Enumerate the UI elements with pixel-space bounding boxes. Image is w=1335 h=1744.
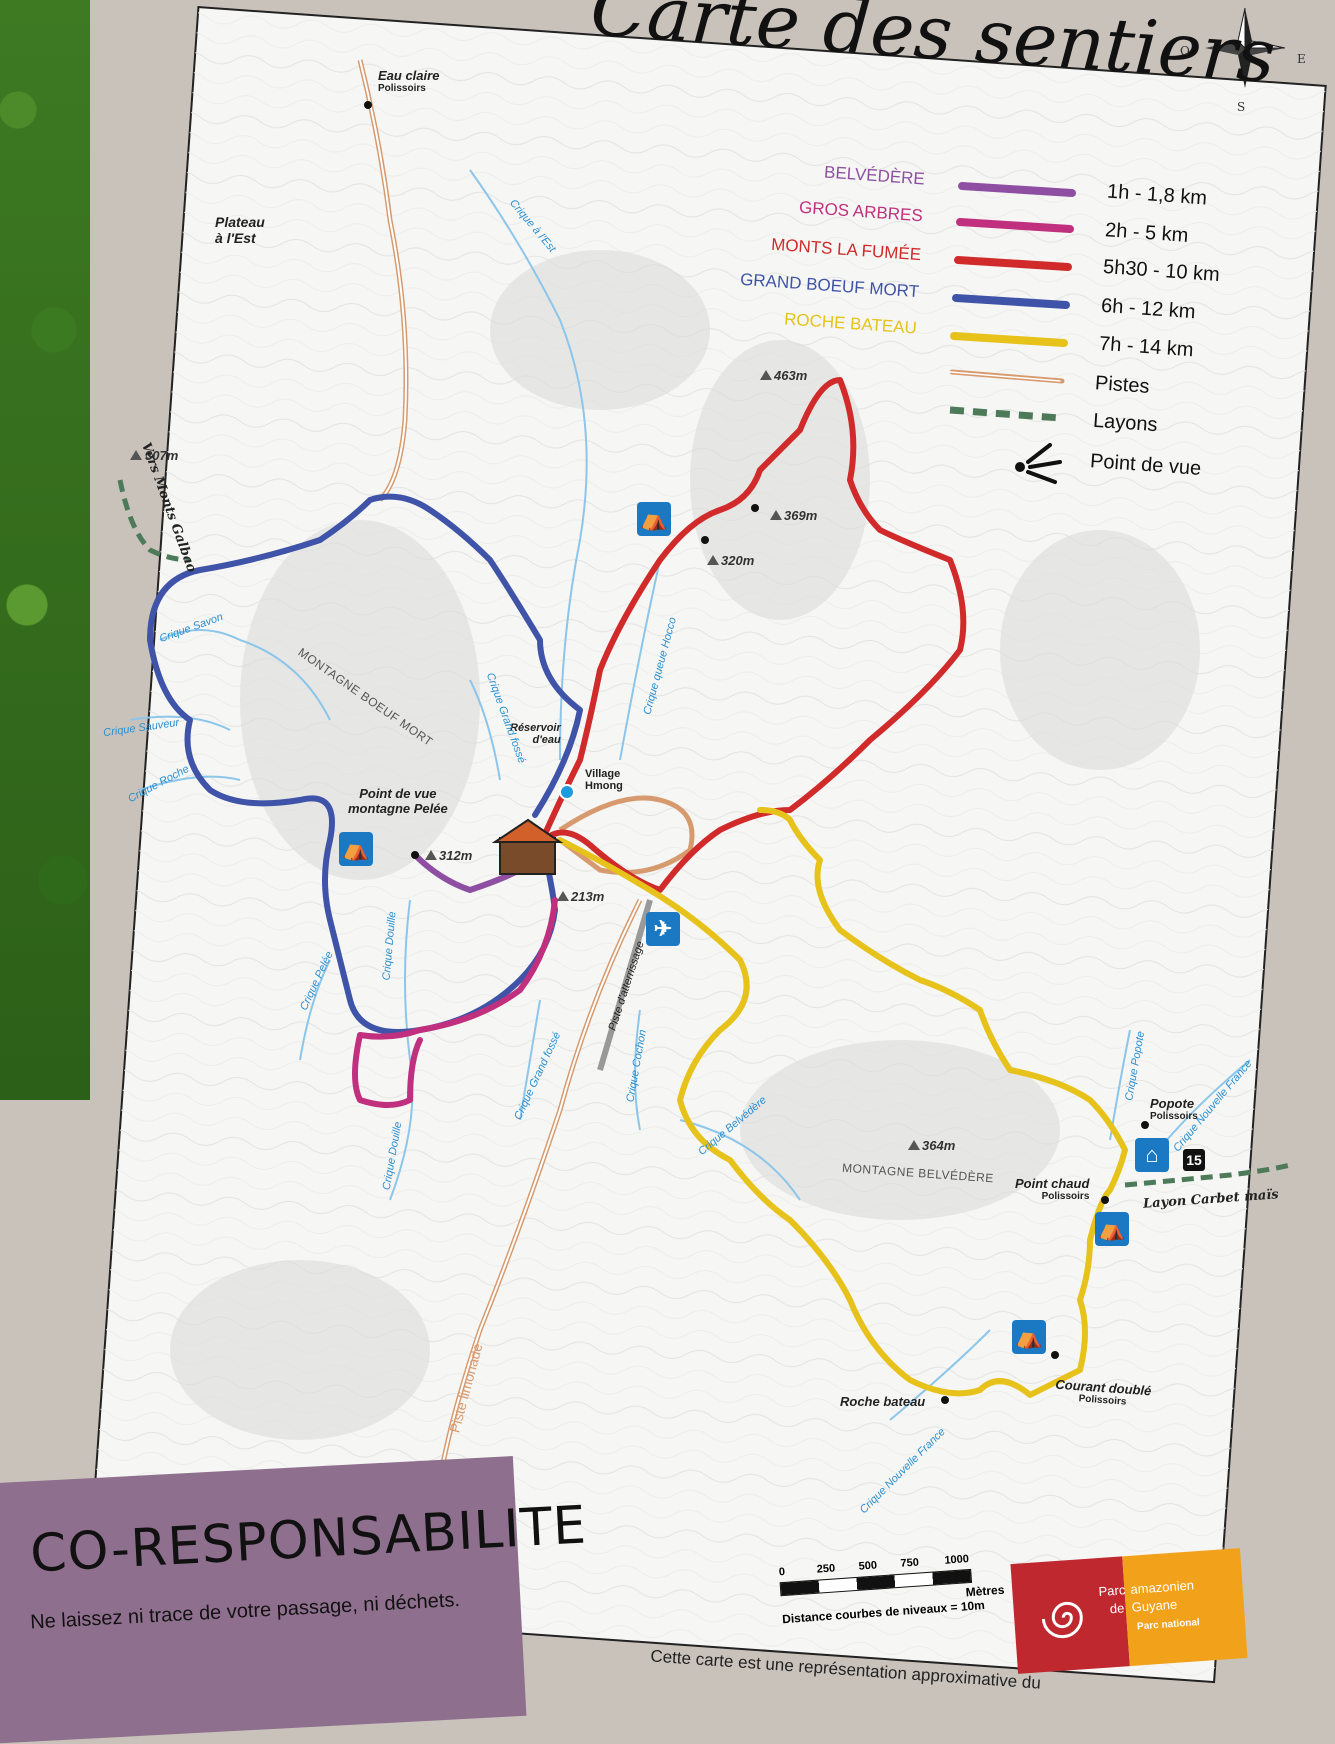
compass-south: S xyxy=(1237,100,1246,114)
legend-pistes: Pistes xyxy=(1094,372,1151,398)
trail-map xyxy=(85,6,1327,1684)
point-de-vue-icon xyxy=(1015,443,1062,484)
compass-east: E xyxy=(1297,52,1306,66)
altitude-307: 307m xyxy=(145,448,179,463)
picnic-icon: ⛺ xyxy=(339,832,373,866)
scale-tick-250: 250 xyxy=(816,1562,836,1576)
legend-layons: Layons xyxy=(1092,409,1159,437)
trail-gros-arbres xyxy=(352,897,558,1108)
trails xyxy=(147,377,1128,1398)
airstrip-icon: ✈ xyxy=(646,912,680,946)
scale-unit: Mètres xyxy=(965,1582,1005,1600)
picnic-icon: ⛺ xyxy=(637,502,671,536)
spiral-icon xyxy=(1041,1601,1083,1639)
shelter-number-badge: 15 xyxy=(1183,1149,1205,1171)
trail-monts-la-fumee xyxy=(537,377,967,893)
altitude-312: 312m xyxy=(439,848,473,863)
hut-marker xyxy=(491,818,564,875)
reservoir-marker xyxy=(559,784,575,800)
pistes-road xyxy=(357,59,695,1481)
relief-shading xyxy=(170,250,1200,1440)
parc-amazonien-logo: Parc amazonien de Guyane Parc national xyxy=(1010,1548,1248,1674)
summit-markers xyxy=(130,370,920,1150)
layons xyxy=(117,479,1291,1188)
altitude-369: 369m xyxy=(784,508,818,523)
scale-tick-0: 0 xyxy=(778,1565,786,1579)
compass-west: O xyxy=(1180,44,1190,58)
picnic-icon: ⛺ xyxy=(1095,1212,1129,1246)
compass-rose xyxy=(1205,7,1286,88)
waypoints xyxy=(364,101,1149,1404)
scale-tick-500: 500 xyxy=(858,1559,878,1573)
shelter-icon: ⌂ xyxy=(1135,1138,1169,1172)
legend-swatches xyxy=(949,182,1076,422)
picnic-icon: ⛺ xyxy=(1012,1320,1046,1354)
altitude-463: 463m xyxy=(774,368,808,383)
scale-tick-1000: 1000 xyxy=(944,1553,970,1567)
altitude-364: 364m xyxy=(922,1138,956,1153)
altitude-213: 213m xyxy=(571,889,605,904)
forest-photo-edge xyxy=(0,0,90,1100)
place-roche-bateau: Roche bateau xyxy=(840,1394,926,1409)
altitude-320: 320m xyxy=(721,553,755,568)
scale-tick-750: 750 xyxy=(900,1556,920,1570)
trail-roche-bateau xyxy=(557,807,1128,1398)
